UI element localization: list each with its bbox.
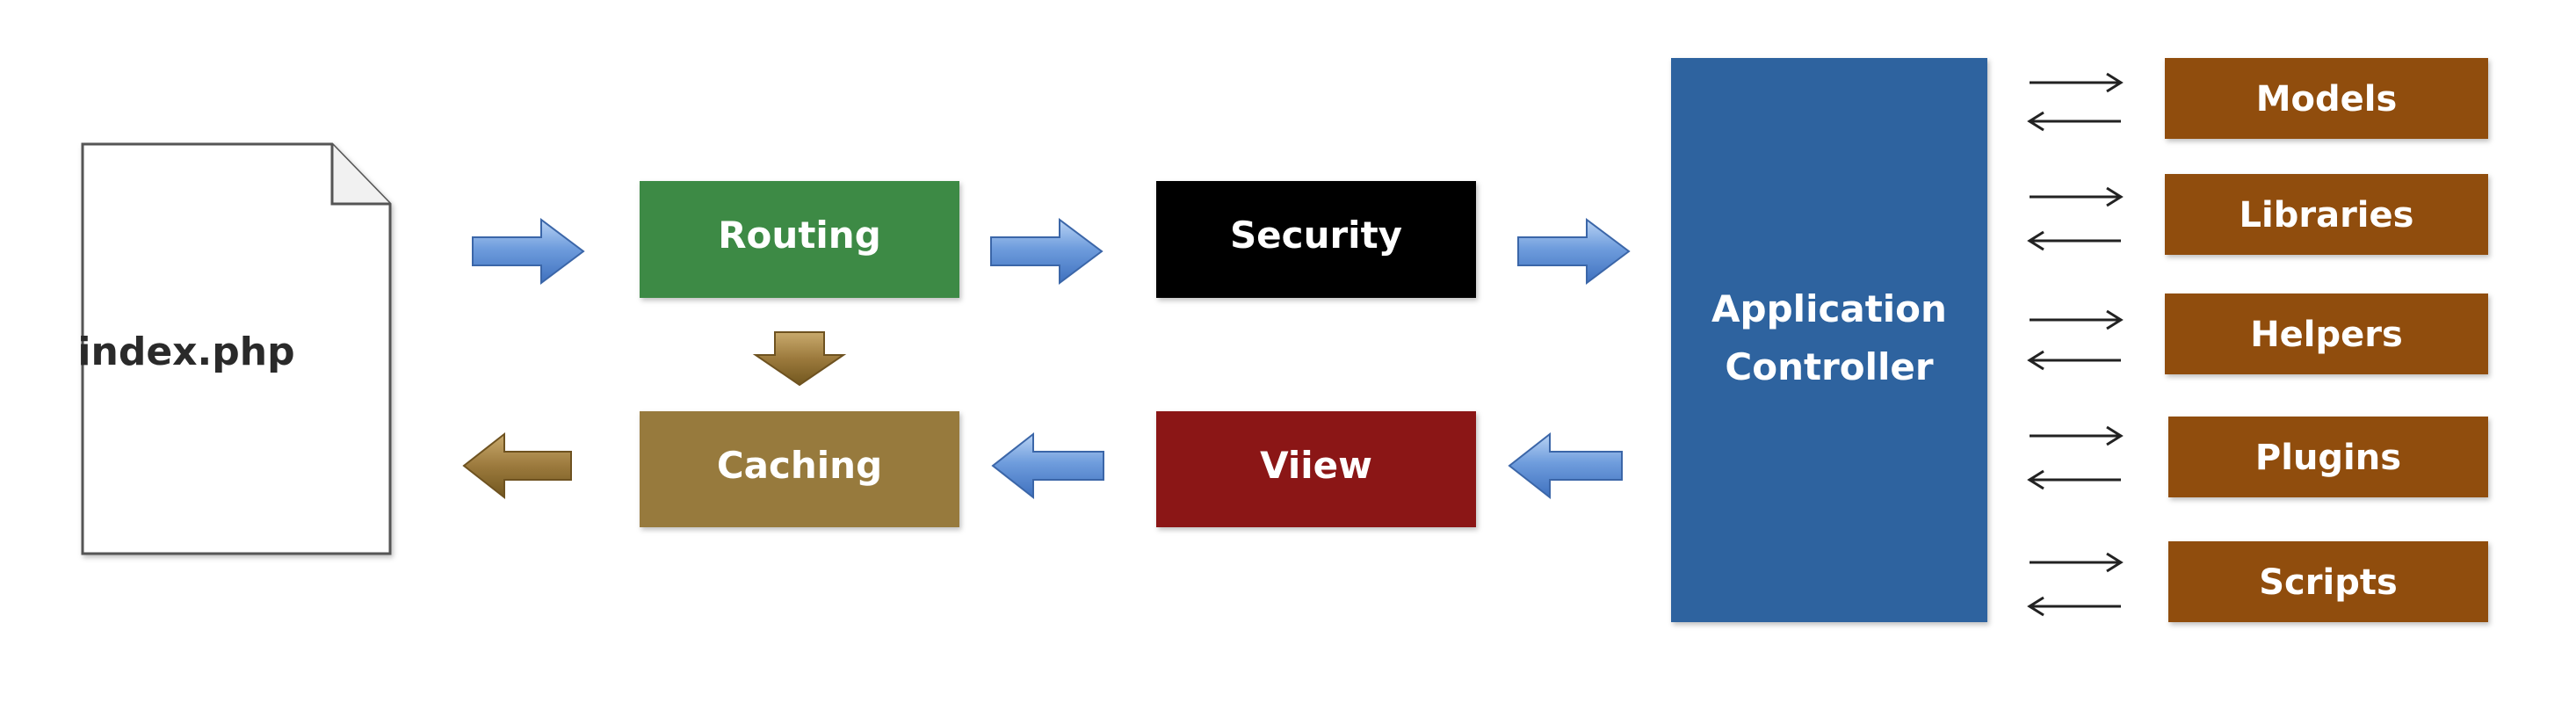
arrow-routing-to-security — [990, 218, 1103, 285]
routing-label: Routing — [718, 214, 881, 257]
arrow-routing-to-caching — [752, 331, 847, 387]
document-icon — [81, 142, 392, 555]
resource-plugins: Plugins — [2168, 417, 2488, 497]
controller-label-line1: Application — [1711, 287, 1947, 330]
arrow-controller-to-view — [1508, 431, 1623, 500]
caching-box — [640, 411, 959, 527]
right-arrow-icon — [2030, 72, 2124, 93]
caching-label: Caching — [717, 444, 882, 487]
routing-box — [640, 181, 959, 298]
libraries-exchange-arrows — [2027, 186, 2124, 251]
arrow-caching-to-output — [462, 431, 572, 500]
left-arrow-icon — [2027, 596, 2121, 617]
models-box — [2165, 58, 2488, 139]
arrow-view-to-caching — [991, 431, 1104, 500]
helpers-label: Helpers — [2250, 315, 2403, 355]
right-arrow-icon — [2030, 425, 2124, 446]
caching-node: Caching — [640, 411, 959, 527]
resource-libraries: Libraries — [2165, 174, 2488, 255]
scripts-exchange-arrows — [2027, 552, 2124, 617]
libraries-label: Libraries — [2240, 195, 2414, 236]
left-arrow-icon — [2027, 350, 2121, 371]
resource-arrows — [2027, 72, 2124, 617]
plugins-exchange-arrows — [2027, 425, 2124, 490]
scripts-box — [2168, 541, 2488, 622]
index-php-file: index.php — [77, 142, 392, 555]
arrow-index-to-routing — [472, 218, 585, 285]
security-node: Security — [1156, 181, 1476, 298]
scripts-label: Scripts — [2259, 562, 2398, 603]
view-label: Viiew — [1260, 444, 1372, 487]
file-label: index.php — [77, 330, 294, 374]
right-arrow-icon — [2030, 552, 2124, 573]
models-exchange-arrows — [2027, 72, 2124, 132]
resource-scripts: Scripts — [2168, 541, 2488, 622]
view-box — [1156, 411, 1476, 527]
helpers-box — [2165, 294, 2488, 374]
arrow-security-to-controller — [1517, 218, 1631, 285]
left-arrow-icon — [2027, 230, 2121, 251]
security-box — [1156, 181, 1476, 298]
controller-label-line2: Controller — [1725, 345, 1934, 388]
libraries-box — [2165, 174, 2488, 255]
security-label: Security — [1230, 214, 1402, 257]
helpers-exchange-arrows — [2027, 309, 2124, 371]
controller-box — [1671, 58, 1987, 622]
page-fold — [330, 144, 390, 206]
resource-helpers: Helpers — [2165, 294, 2488, 374]
application-controller-node: Application Controller — [1671, 58, 1987, 622]
left-arrow-icon — [2027, 469, 2121, 490]
models-label: Models — [2256, 79, 2398, 120]
right-arrow-icon — [2030, 186, 2124, 207]
right-arrow-icon — [2030, 309, 2124, 330]
routing-node: Routing — [640, 181, 959, 298]
plugins-box — [2168, 417, 2488, 497]
plugins-label: Plugins — [2255, 438, 2401, 478]
view-node: Viiew — [1156, 411, 1476, 527]
left-arrow-icon — [2027, 111, 2121, 132]
resource-models: Models — [2165, 58, 2488, 139]
